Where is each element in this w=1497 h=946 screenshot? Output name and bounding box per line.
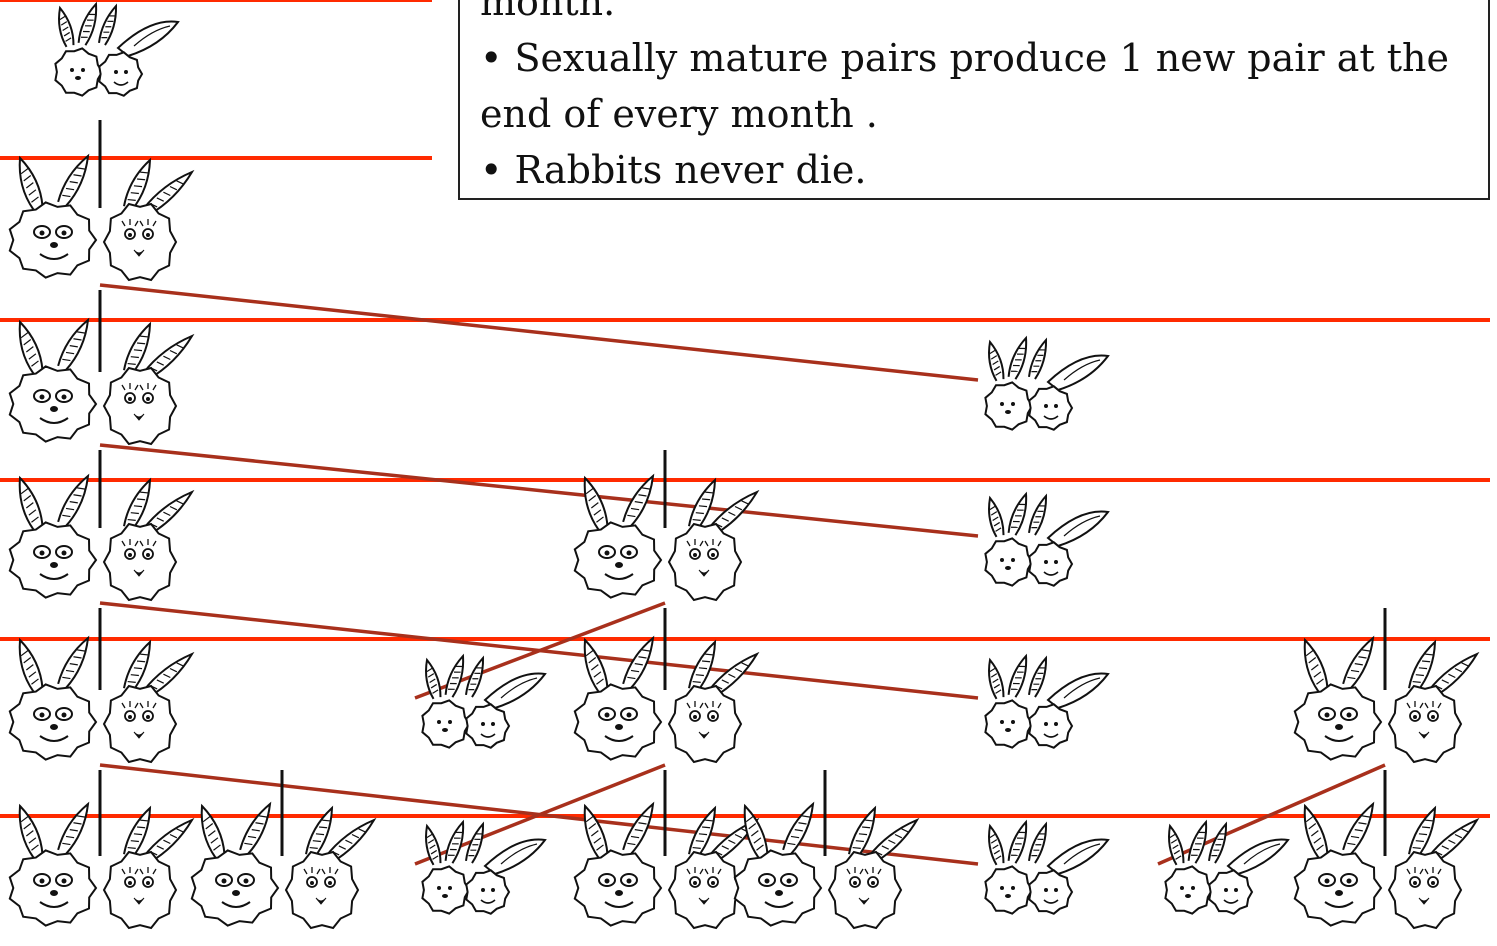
birth-connector: [100, 285, 978, 380]
young-rabbit-pair: [985, 822, 1108, 914]
young-rabbit-pair: [422, 656, 545, 748]
young-rabbit-pair: [985, 338, 1108, 430]
rule-breeding-text-cont: end of every month .: [480, 86, 878, 142]
rule-partial-text: month.: [480, 0, 615, 30]
rule-never-die-text: • Rabbits never die.: [480, 142, 867, 198]
rules-box: month. • Sexually mature pairs produce 1…: [458, 0, 1490, 200]
young-rabbit-pair: [985, 656, 1108, 748]
birth-connector: [100, 445, 978, 536]
rule-breeding-text: • Sexually mature pairs produce 1 new pa…: [480, 30, 1449, 86]
young-rabbit-pair: [55, 4, 178, 96]
young-rabbit-pair: [985, 494, 1108, 586]
